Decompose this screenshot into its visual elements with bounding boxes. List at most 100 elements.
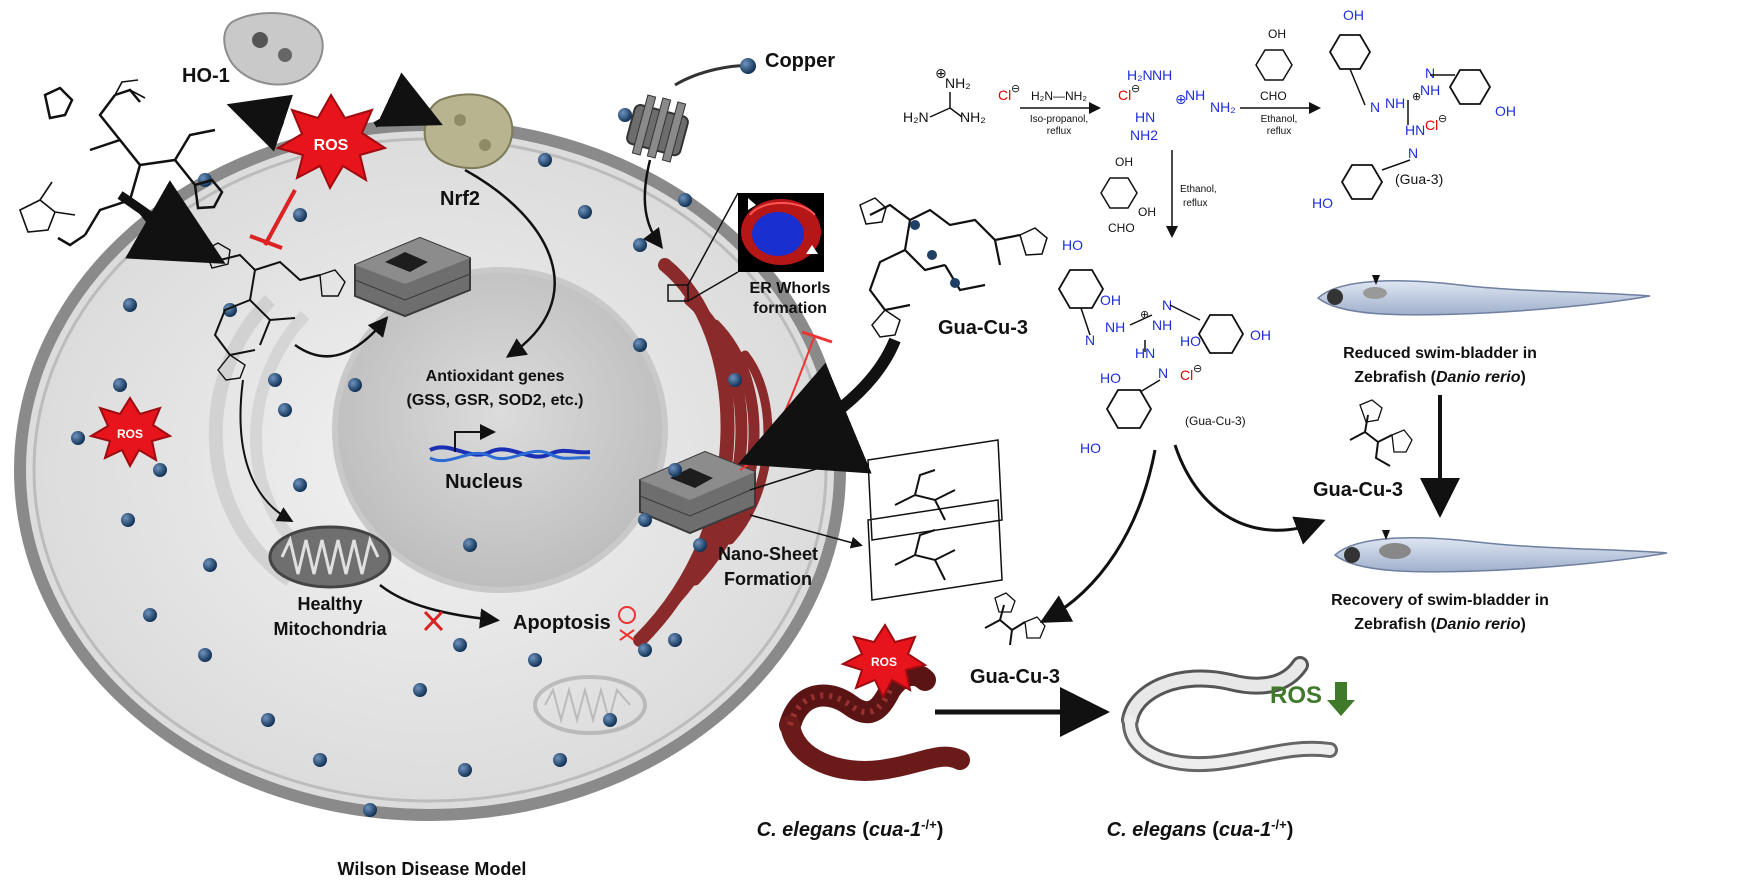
gua3-n2: N [1425,65,1435,81]
copper-ion-dot [153,463,167,477]
copper-ion-dot [453,638,467,652]
copper-ion-dot [638,643,652,657]
gua-cu3-elegans-label: Gua-Cu-3 [970,666,1060,688]
skull-icon [618,606,636,641]
copper-ion-dot [668,633,682,647]
copper-ion-dot [293,478,307,492]
step3-condition-1: Ethanol, [1261,114,1298,125]
copper-ion-dot [638,513,652,527]
cell-labels: HO-1 Nrf2 Copper ER Whorls formation Gua… [182,50,1028,879]
cl-label: Cl [998,87,1011,103]
copper-ion-dot [363,803,377,817]
nanosheet-label-line1: Nano-Sheet [718,544,818,564]
copper-ion-dot [261,713,275,727]
copper-ions [71,108,742,817]
gcu-hn: HN [1135,345,1155,361]
ros-down-indicator: ROS [1270,682,1355,716]
ros-left-label: ROS [117,427,143,441]
gua-cu-molecule-right [859,197,1048,338]
copper-label: Copper [765,50,835,72]
gcu-ho-top: HO [1062,237,1083,253]
step1-condition-2: reflux [1047,126,1071,137]
gcu-n1: N [1085,332,1095,348]
down-arrow-icon [1327,682,1355,716]
gcu-ho-4: HO [1080,440,1101,456]
gua3-nh1: NH [1385,95,1405,111]
gcu-nh2: NH [1152,317,1172,333]
tag-nh-right: NH [1185,87,1205,103]
gua3-ho-left: HO [1312,195,1333,211]
copper-ion-dot [123,298,137,312]
gcu-oh-2: OH [1250,327,1271,343]
hba-oh: OH [1268,27,1286,41]
tag-cl-minus: ⊖ [1131,83,1140,95]
ros-burst-left-icon: ROS [88,396,173,469]
tag-nh-top: NH [1152,67,1172,83]
gcu-ho-2: HO [1180,333,1201,349]
step1-condition-1: Iso-propanol, [1030,114,1088,125]
tag-cl: Cl [1118,87,1131,103]
dihydroxybenzaldehyde-structure: OH OH CHO [1100,155,1156,235]
cell: ROS ROS [14,12,1048,821]
zebrafish-reduced-icon [1316,275,1651,316]
gcu-ho-3: HO [1100,370,1121,386]
gua3-structure: OH OH HO N NH ⊕ NH N HN N Cl ⊖ (Gua-3) [1312,7,1516,211]
tag-nh2-right: NH₂ [1210,99,1236,115]
charge-plus: ⊕ [935,65,947,81]
tag-plus: ⊕ [1175,91,1187,107]
nh2-top: NH₂ [945,75,971,91]
copper-transporter-icon [626,64,753,163]
ho1-label: HO-1 [182,65,230,87]
healthy-label-line2: Mitochondria [274,619,388,639]
nucleus [332,267,668,593]
celegans-recovered-icon [1121,656,1338,773]
recovery-swim-bladder-line1: Recovery of swim-bladder in [1331,592,1549,609]
guacu3-structure: HO OH OH HO HO HO N NH ⊕ NH N HN N Cl ⊖ … [1057,237,1271,456]
copper-ion-dot [143,608,157,622]
antioxidant-genes-label-line2: (GSS, GSR, SOD2, etc.) [407,392,584,409]
celegans-right-label: C. elegans (cua-1-/+) [1107,817,1294,842]
ros-burst-top-icon: ROS [275,93,388,191]
nh2-right: NH₂ [960,109,986,125]
gcu-cl-minus: ⊖ [1193,363,1202,375]
cell-pathway-arrows [117,72,901,629]
step2-condition-2: reflux [1183,198,1207,209]
zebrafish-recovered-icon [1333,530,1668,573]
copper-ion-dot [528,653,542,667]
triaminoguanidine-structure: H₂N NH ⊕ NH NH₂ HN NH2 Cl ⊖ [1118,67,1236,143]
healthy-label-line1: Healthy [297,594,362,614]
copper-ion-dot [553,753,567,767]
gua-cu-molecule-elegans [984,592,1046,646]
tag-h2n: H₂N [1127,67,1153,83]
gua-cu3-cell-label: Gua-Cu-3 [938,317,1028,339]
copper-ion-dot [463,538,477,552]
copper-ion-dot [538,153,552,167]
step2-condition-1: Ethanol, [1180,184,1217,195]
charge-minus: ⊖ [1011,83,1020,95]
step1-reagent: H₂N—NH₂ [1031,89,1087,103]
guanidinium-structure: ⊕ NH₂ H₂N NH₂ Cl ⊖ [903,65,1020,125]
ros-top-label: ROS [314,137,349,154]
nrf2-protein-icon [423,93,514,170]
nanosheet-planes [867,439,1003,601]
copper-ion-dot [71,431,85,445]
step3-condition-2: reflux [1267,126,1291,137]
nrf2-label: Nrf2 [440,188,480,210]
copper-ion-dot [633,338,647,352]
hba-cho: CHO [1260,89,1287,103]
tag-nh2-bottom: NH2 [1130,127,1158,143]
gua3-cl: Cl [1425,117,1438,133]
gua3-label: (Gua-3) [1395,171,1443,187]
dhba-cho: CHO [1108,221,1135,235]
celegans-diseased-icon [779,663,970,781]
gcu-n2: N [1162,297,1172,313]
copper-ion-dot [198,648,212,662]
er-whorls-label-line1: ER Whorls [750,280,831,297]
gua3-n3: N [1408,145,1418,161]
er-whorls-inset [667,192,824,302]
healthy-mitochondria-icon [268,525,392,589]
copper-ion-dot [113,378,127,392]
copper-ion-dot [313,753,327,767]
copper-ion-dot [203,558,217,572]
